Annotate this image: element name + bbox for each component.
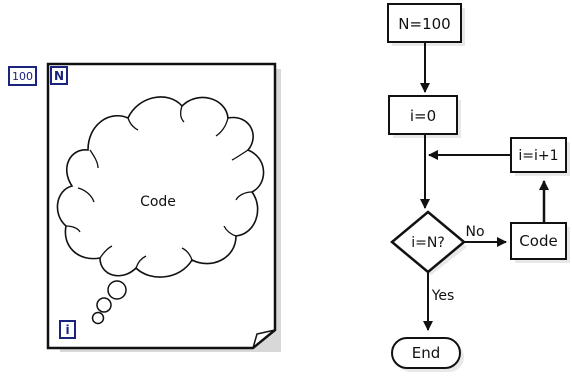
increment-box: i=i+1 (510, 137, 570, 176)
code-label: Code (519, 232, 557, 250)
no-label: No (465, 224, 484, 240)
init-n-label: N=100 (398, 15, 450, 33)
for-loop-structure: 100 N i (8, 62, 281, 352)
init-i-label: i=0 (410, 107, 436, 125)
count-terminal-value: 100 (12, 70, 33, 83)
code-box: Code (510, 222, 570, 263)
iteration-terminal[interactable]: i (59, 320, 76, 339)
iteration-label: i (65, 323, 69, 337)
decision-diamond: i=N? (390, 210, 467, 275)
init-n-box: N=100 (387, 3, 465, 46)
init-i-box: i=0 (388, 95, 461, 138)
flowchart: N=100 i=0 i=i+1 i=N? No (387, 3, 570, 372)
yes-label: Yes (431, 288, 455, 304)
end-label: End (412, 344, 441, 362)
count-n-label: N (54, 69, 64, 83)
loop-body-label: Code (140, 194, 176, 210)
increment-label: i=i+1 (518, 148, 558, 164)
page-fold-corner (252, 329, 276, 349)
count-n-terminal[interactable]: N (50, 66, 68, 85)
decision-label: i=N? (411, 235, 445, 251)
code-cloud-icon (56, 96, 265, 325)
end-terminator: End (391, 337, 464, 372)
count-terminal[interactable]: 100 (8, 66, 37, 86)
